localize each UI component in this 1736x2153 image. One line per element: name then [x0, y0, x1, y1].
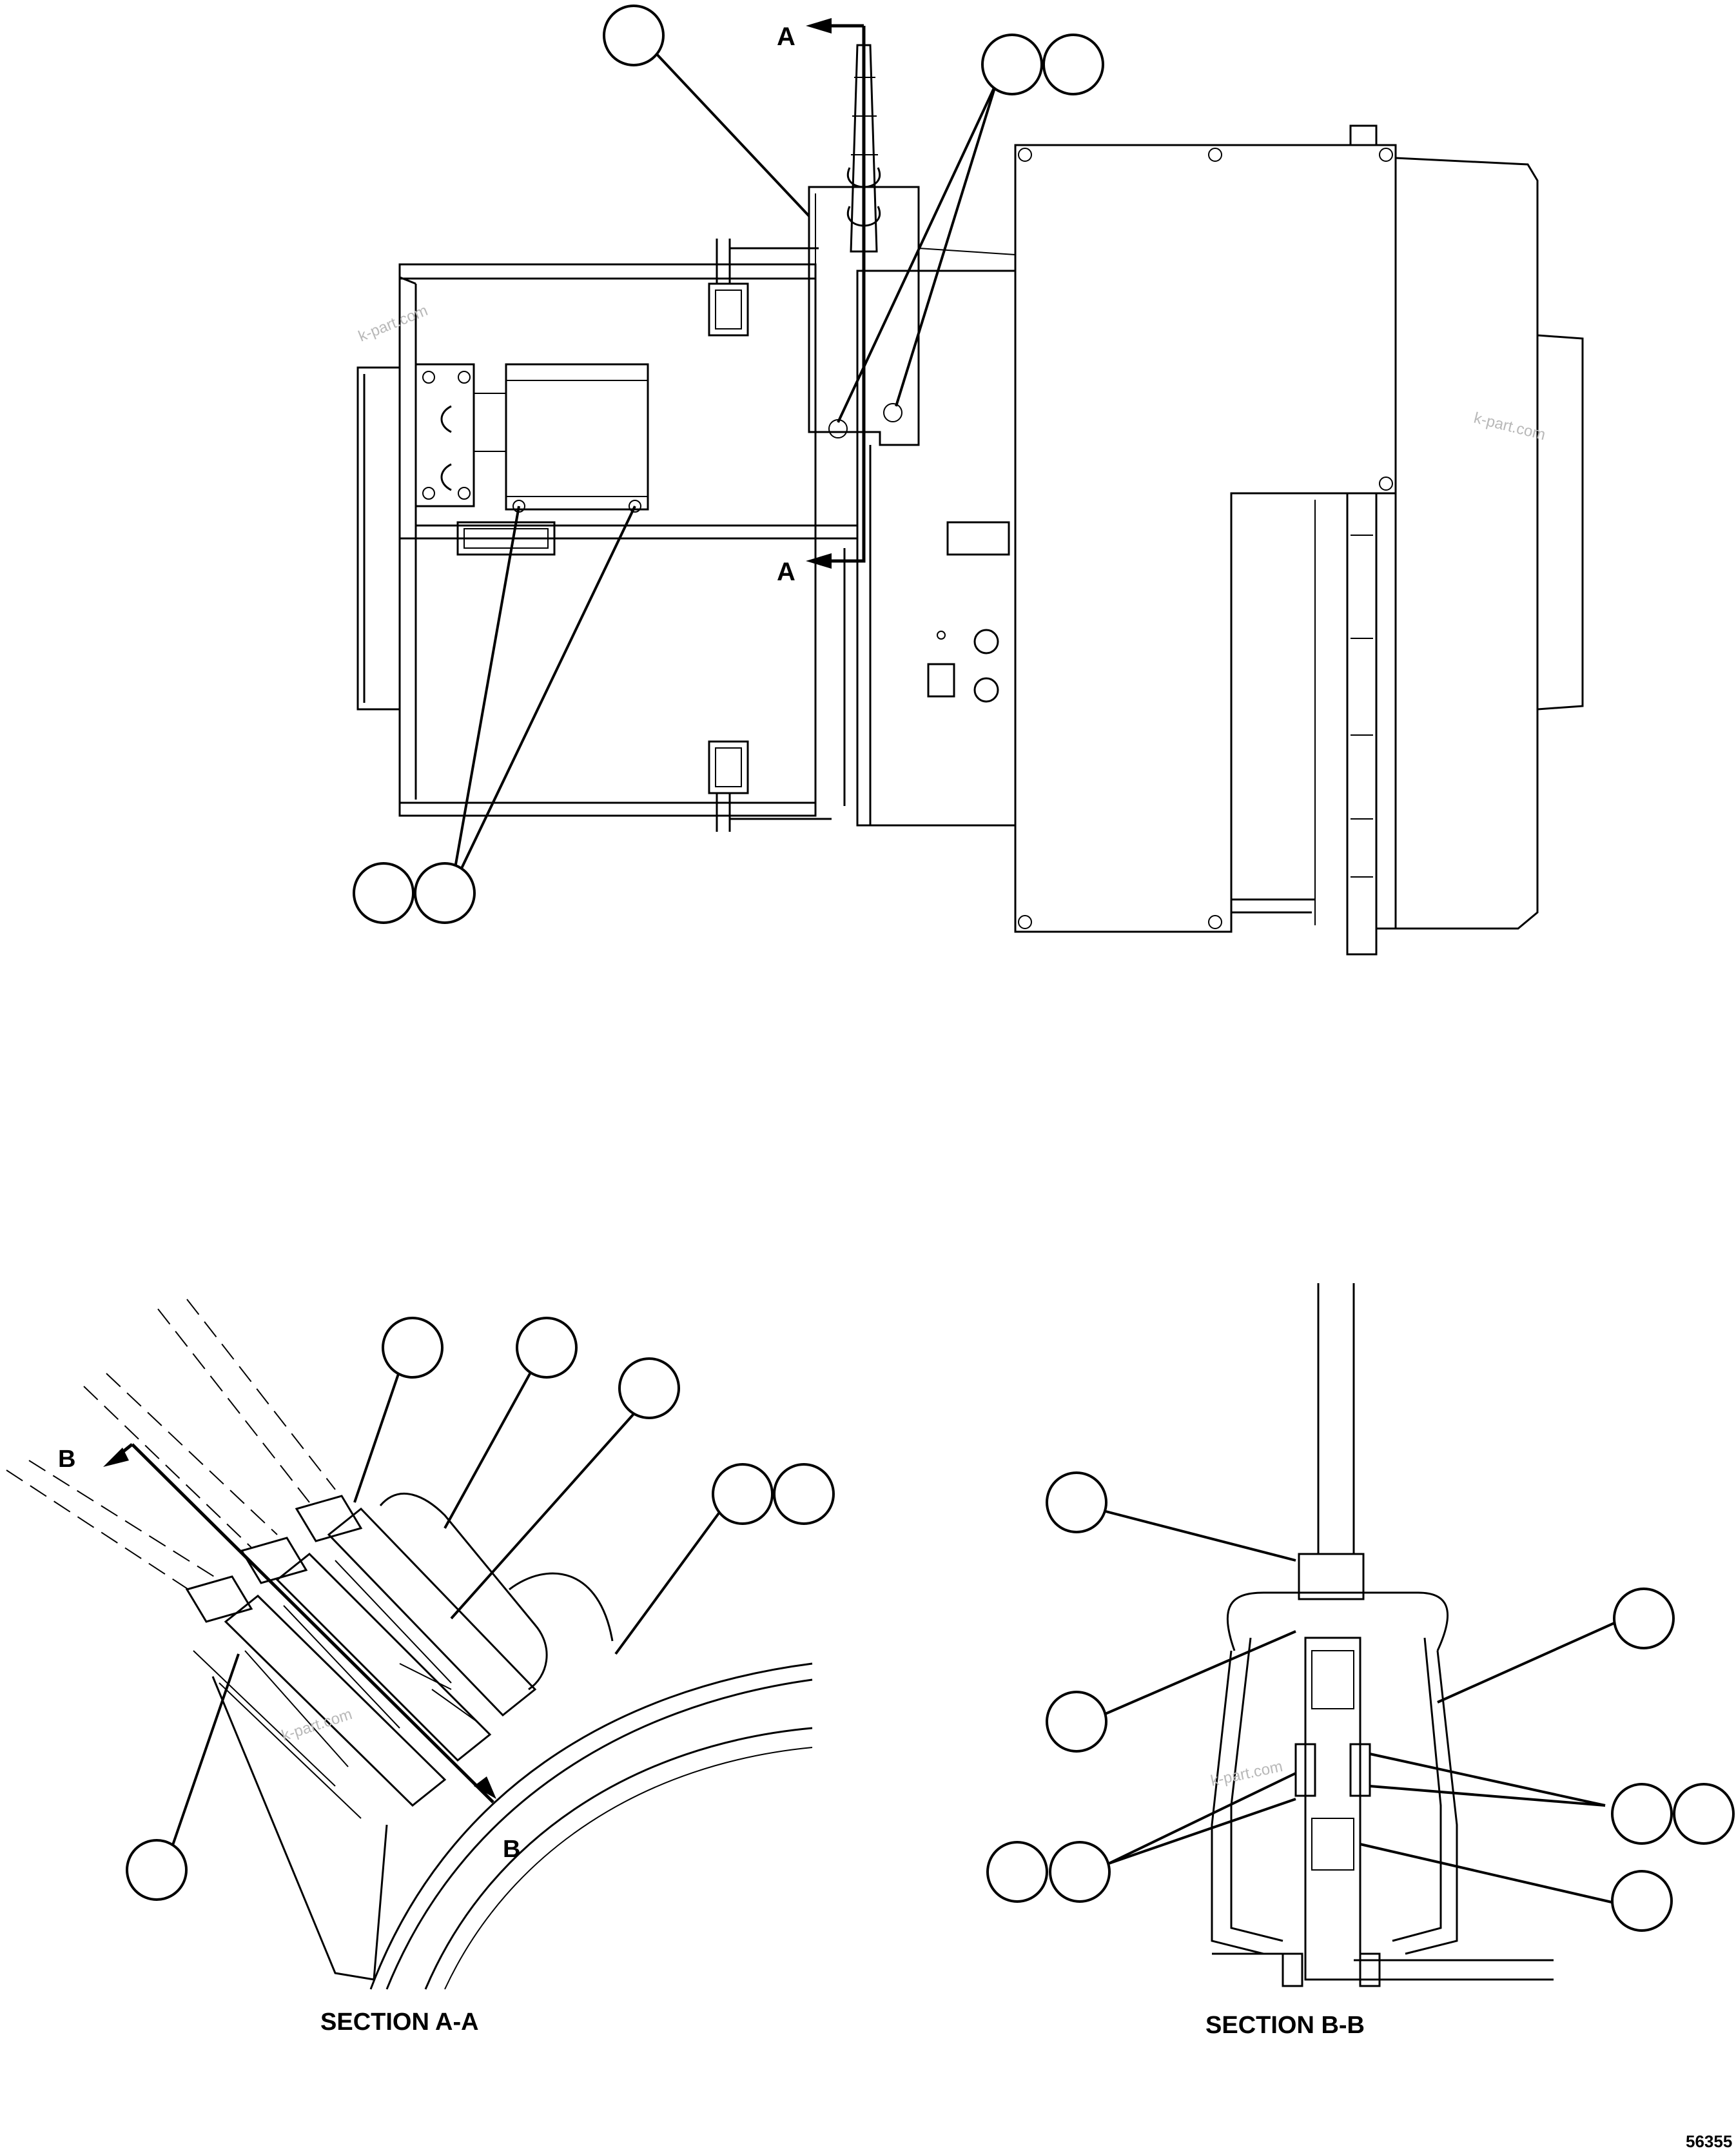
- section-b-marker-bottom: B: [503, 1836, 520, 1863]
- callout-balloon: [1611, 1870, 1673, 1932]
- section-aa-view: B B SECTION A-A: [6, 1299, 835, 2036]
- callout-balloon: [603, 5, 665, 66]
- callout-balloon: [1613, 1588, 1675, 1649]
- section-b-marker-top: B: [58, 1446, 75, 1473]
- callout-balloon: [1046, 1471, 1107, 1533]
- callout-balloon: [618, 1357, 680, 1419]
- callout-balloon: [382, 1317, 444, 1379]
- section-aa-caption: SECTION A-A: [320, 2009, 479, 2036]
- main-assembly-view: A A: [356, 18, 1584, 956]
- callout-balloon: [1046, 1691, 1107, 1753]
- section-a-marker-top: A: [777, 23, 795, 51]
- section-bb-caption: SECTION B-B: [1205, 2012, 1365, 2039]
- callout-balloon: [1673, 1783, 1735, 1845]
- callout-balloon: [126, 1839, 188, 1901]
- section-a-marker-bottom: A: [777, 558, 795, 586]
- shifter-stack: [185, 1493, 548, 1981]
- callout-balloon: [353, 862, 414, 924]
- section-bb-view: SECTION B-B: [986, 1283, 1735, 2039]
- watermark: k-part.com: [1472, 409, 1548, 444]
- callout-balloon: [1042, 34, 1104, 95]
- callout-balloon: [1611, 1783, 1673, 1845]
- callout-balloon: [773, 1463, 835, 1525]
- drawing-number: 56355: [1686, 2132, 1732, 2151]
- callout-balloon: [516, 1317, 578, 1379]
- watermark: k-part.com: [356, 302, 430, 345]
- callout-balloon: [981, 34, 1043, 95]
- main-callouts: [353, 5, 1104, 924]
- callout-balloon: [414, 862, 476, 924]
- callout-balloon: [1049, 1841, 1111, 1903]
- callout-balloon: [986, 1841, 1048, 1903]
- callout-balloon: [712, 1463, 774, 1525]
